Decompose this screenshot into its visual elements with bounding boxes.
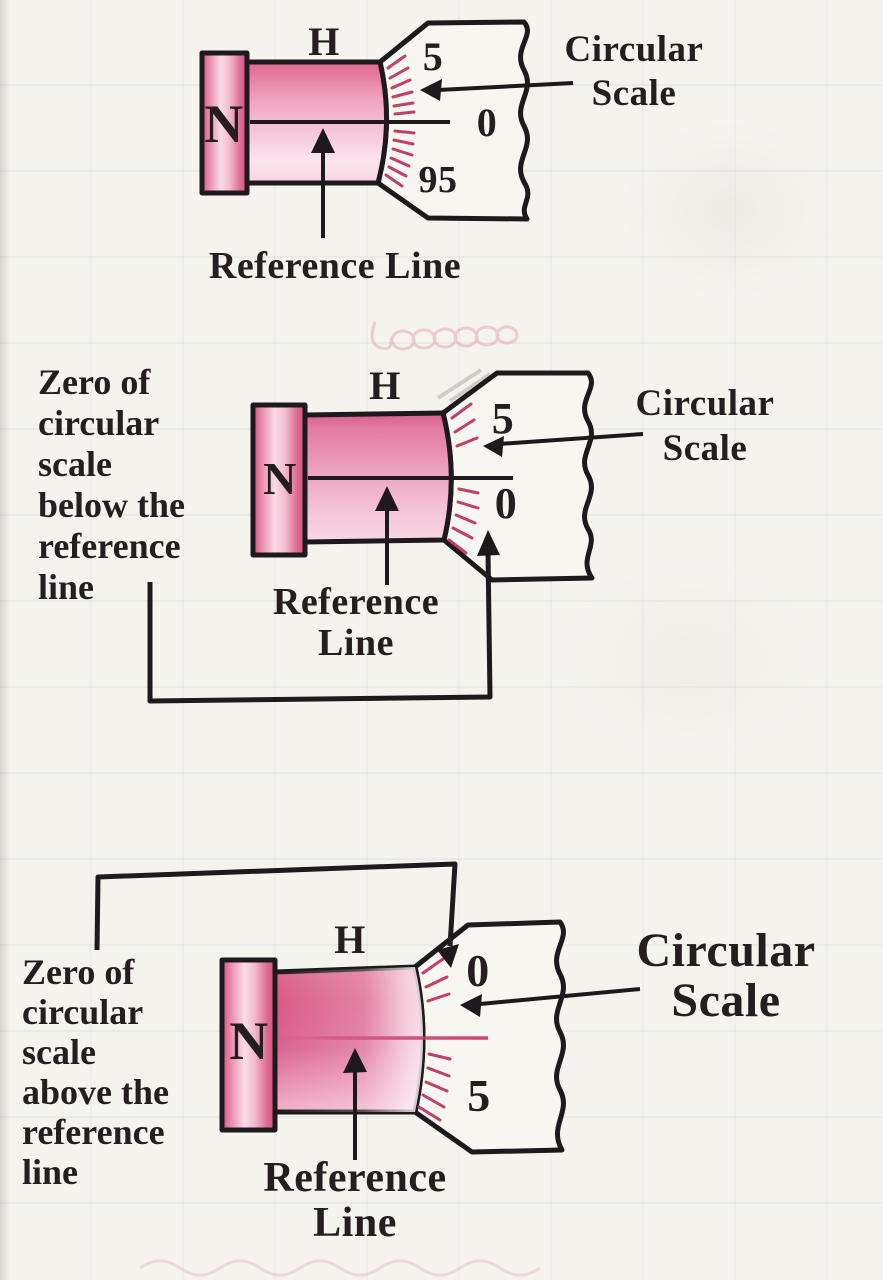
scale-value-5: 5: [491, 394, 515, 443]
circular-scale-label-line2: Scale: [662, 428, 748, 469]
magnet-block: [250, 402, 308, 558]
scan-artifact-bottom-squiggle: [139, 1259, 541, 1277]
magnet-label-n: N: [204, 94, 244, 154]
zero-pointer-bracket: [147, 530, 500, 704]
circular-scale-label-line2: Scale: [591, 73, 677, 114]
caption-line: scale: [38, 444, 112, 484]
scale-value-5: 5: [467, 1070, 491, 1121]
circular-scale-label: Circular Scale: [636, 381, 775, 471]
figure3-artwork: [94, 861, 641, 1160]
reference-line-arrow: [375, 486, 399, 585]
caption-line: Zero of: [22, 952, 135, 992]
caption-line: circular: [22, 992, 144, 1032]
magnet-label-n: N: [229, 1011, 269, 1071]
circular-scale-label: Circular Scale: [636, 926, 815, 1026]
barrel-label-h: H: [308, 19, 340, 64]
circular-scale-label-line1: Circular: [636, 924, 816, 977]
magnet-label-n: N: [263, 453, 297, 504]
barrel-label-h: H: [334, 917, 366, 962]
circular-scale-leader-arrow: [483, 432, 644, 457]
reference-line-arrow: [311, 128, 335, 238]
caption-line: Zero of: [38, 362, 151, 402]
magnet-block: [199, 50, 250, 196]
circular-scale-leader-arrow: [420, 79, 574, 101]
figure1-artwork: [199, 19, 574, 238]
caption-line: scale: [22, 1032, 96, 1072]
magnet-block: [219, 957, 278, 1133]
zero-pointer-bracket: [94, 861, 459, 968]
scale-value-5: 5: [422, 34, 444, 79]
reference-line-label: Reference Line: [263, 1156, 446, 1246]
reference-line-label-line1: Reference: [263, 1155, 447, 1201]
circular-scale-label-line1: Circular: [635, 383, 775, 424]
caption-line: line: [38, 567, 95, 607]
circular-scale-leader-arrow: [460, 987, 641, 1017]
circular-scale-ticks: [417, 957, 452, 1122]
reference-line-label-line1: Reference: [272, 581, 440, 623]
scan-artifact-pink-ghost: [370, 321, 519, 351]
scale-value-0: 0: [466, 945, 490, 996]
caption-zero-above: Zero of circular scale above the referen…: [22, 952, 169, 1192]
reference-line-label: Reference Line: [208, 245, 462, 287]
caption-line: reference: [22, 1112, 165, 1152]
circular-scale-label: Circular Scale: [565, 28, 704, 116]
barrel-label-h: H: [369, 363, 401, 408]
circular-scale-ticks: [384, 54, 416, 188]
caption-line: reference: [38, 526, 181, 566]
scan-artifact-gray-lines: [436, 368, 492, 403]
reference-line-arrow: [343, 1048, 367, 1160]
caption-line: above the: [22, 1072, 169, 1112]
caption-zero-below: Zero of circular scale below the referen…: [38, 362, 185, 608]
scale-value-95: 95: [418, 159, 458, 201]
scale-value-0: 0: [494, 479, 518, 528]
caption-line: circular: [38, 403, 160, 443]
reference-line-label: Reference Line: [273, 582, 439, 664]
circular-scale-ticks: [447, 402, 480, 555]
figure2-artwork: [147, 370, 644, 704]
circular-scale-label-line2: Scale: [671, 974, 781, 1027]
scale-value-0: 0: [476, 100, 498, 145]
caption-line: below the: [38, 485, 185, 525]
caption-line: line: [22, 1152, 79, 1192]
reference-line-label-line2: Line: [313, 1200, 397, 1246]
reference-line-label-line2: Line: [318, 622, 394, 664]
circular-scale-label-line1: Circular: [564, 29, 704, 70]
